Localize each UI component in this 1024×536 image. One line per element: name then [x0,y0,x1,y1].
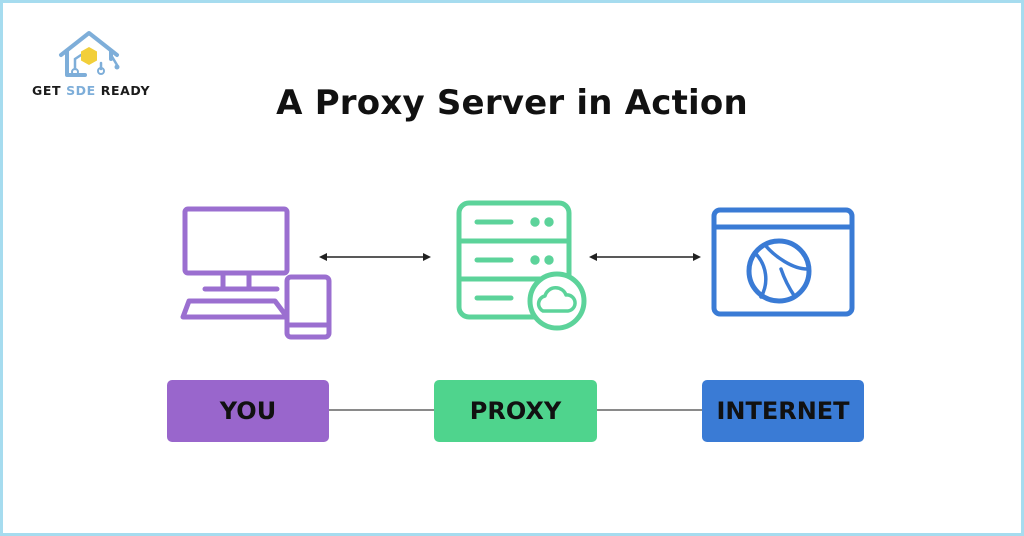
brand-suffix: READY [95,83,151,98]
server-with-cloud-icon [456,200,587,331]
brand: GET SDE READY [27,25,157,105]
brand-prefix: GET [32,83,67,98]
brand-house-icon [59,31,120,77]
brand-accent: SDE [66,83,96,98]
desktop-and-phone-icon [180,206,332,340]
label-proxy: PROXY [434,380,597,442]
bidirectional-arrow-proxy-internet [589,253,701,261]
label-internet: INTERNET [702,380,864,442]
bidirectional-arrow-you-proxy [319,253,431,261]
label-you: YOU [167,380,329,442]
brand-wordmark: GET SDE READY [32,83,150,98]
browser-globe-icon [711,207,855,317]
page-title: A Proxy Server in Action [276,83,748,123]
